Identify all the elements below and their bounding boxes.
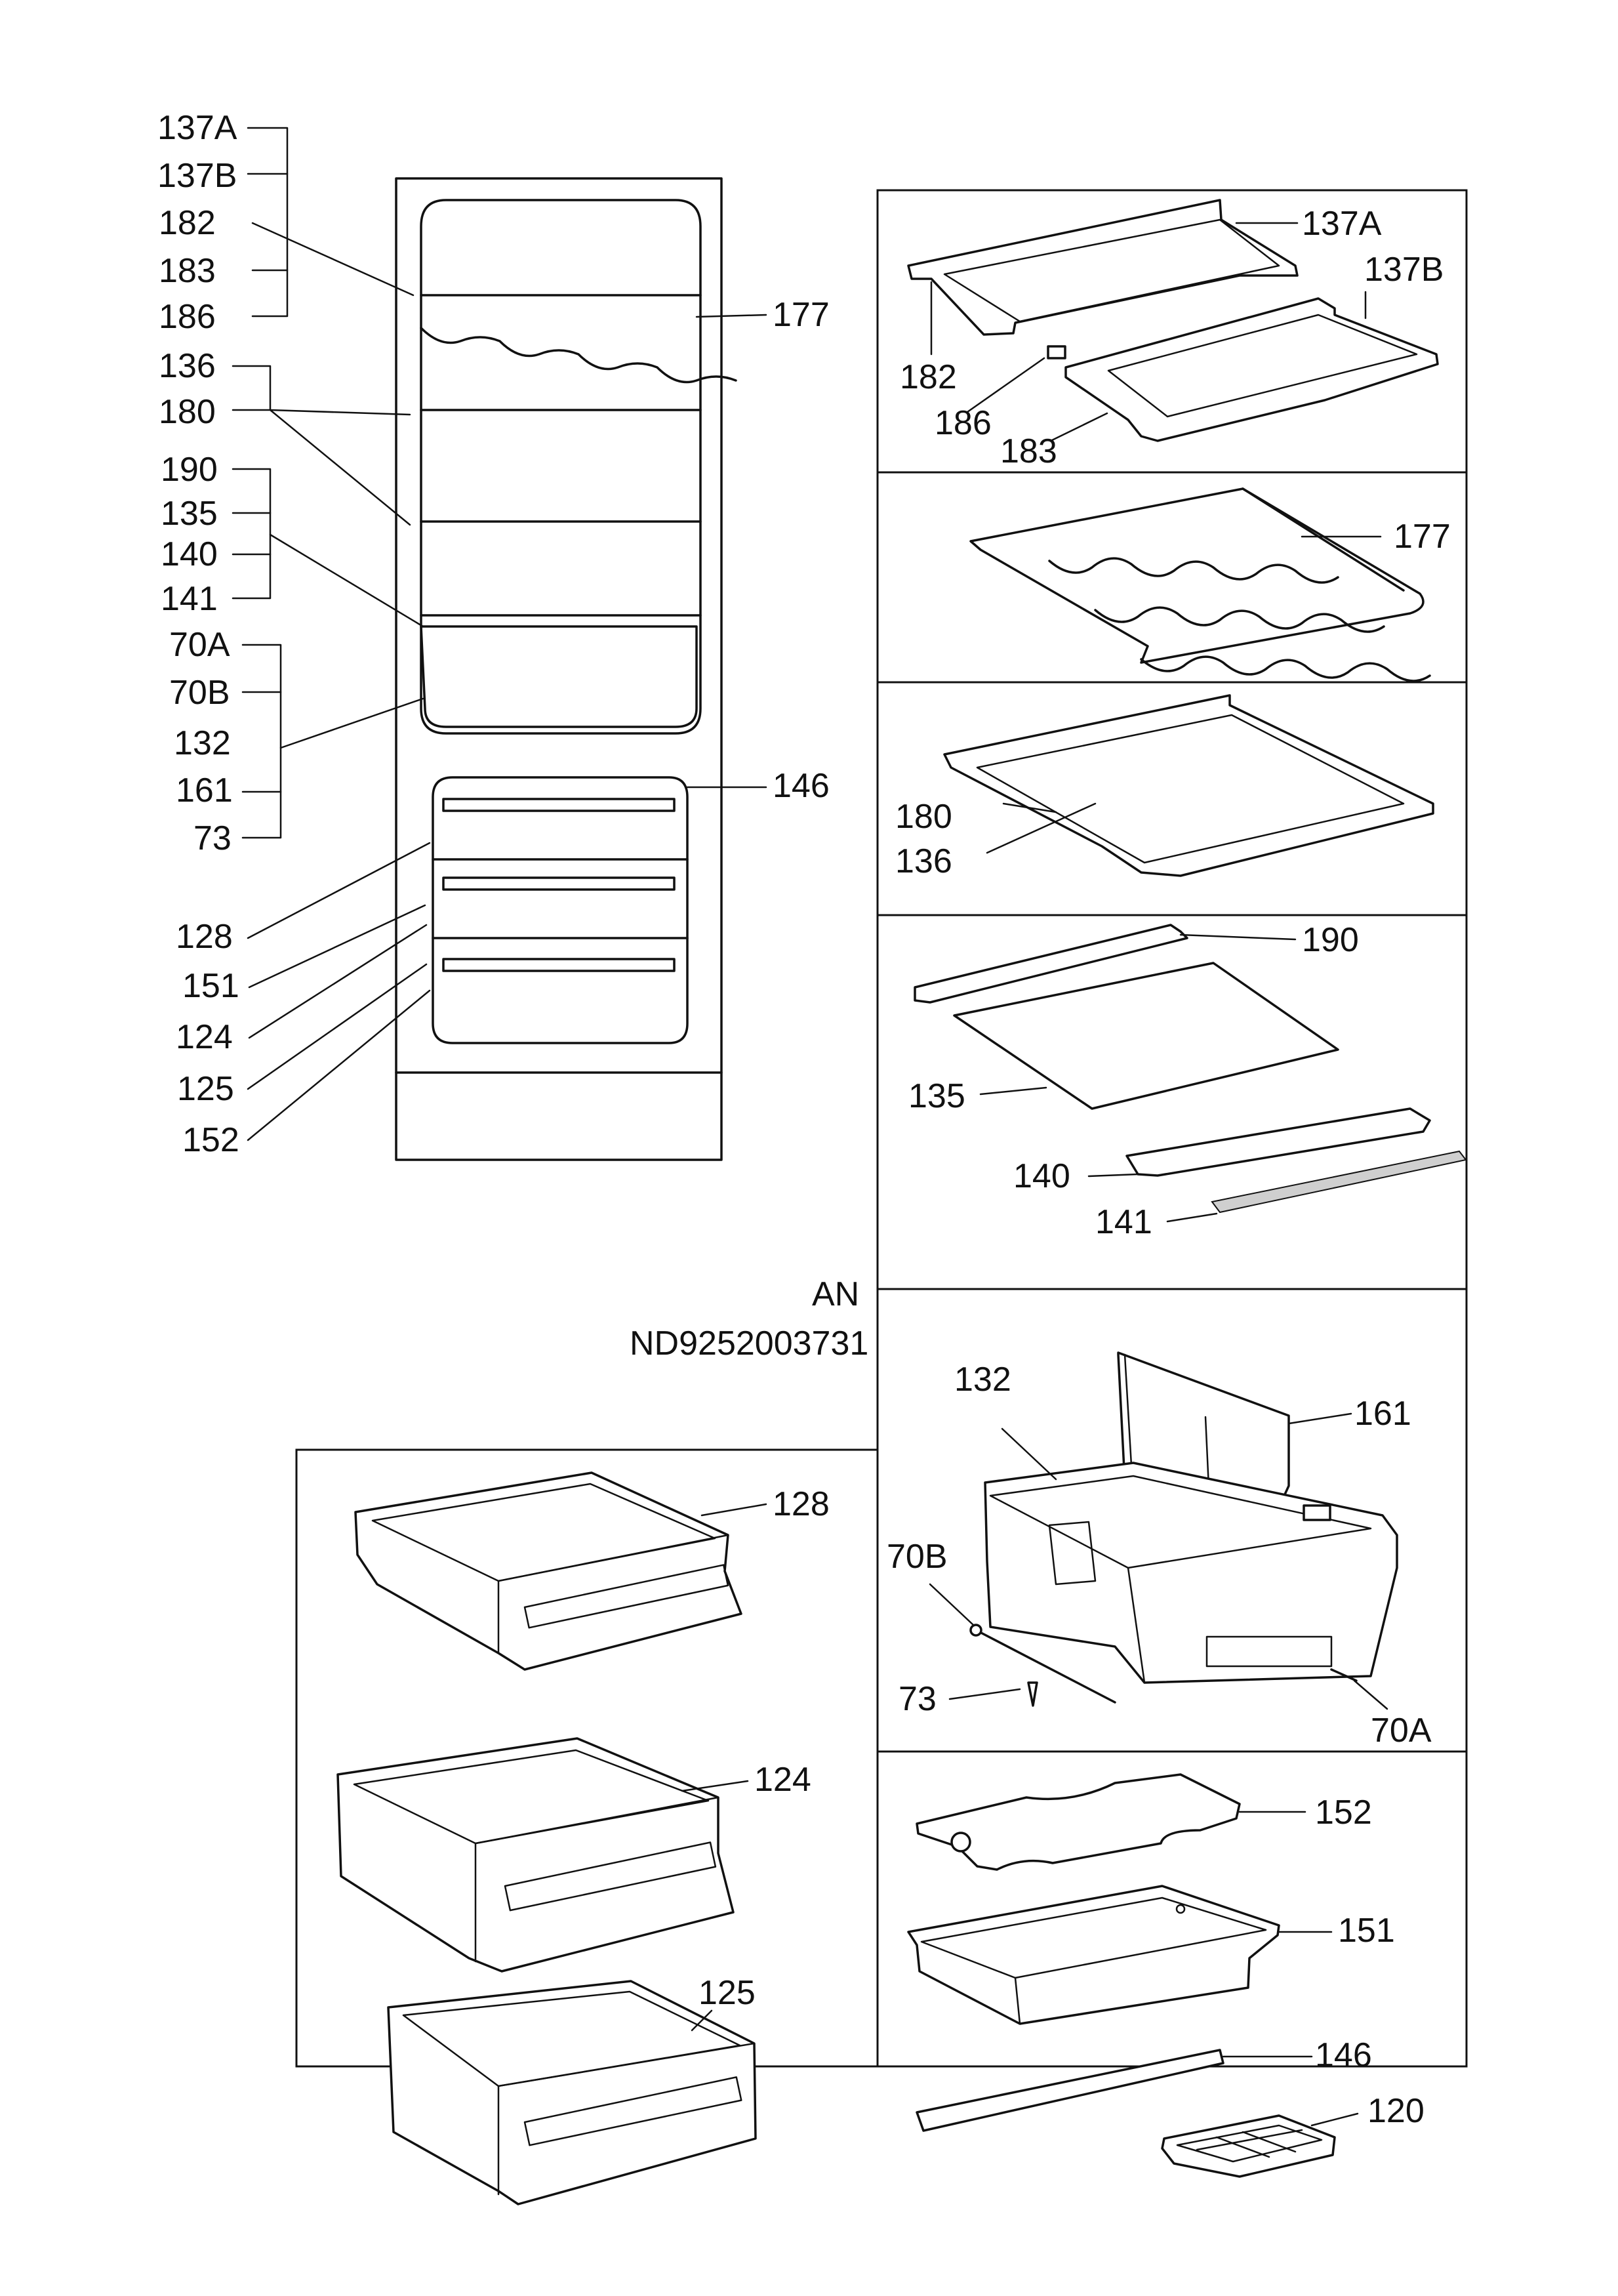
panel-label-151: 151 <box>1338 1912 1395 1950</box>
shelf-137B <box>1064 297 1439 442</box>
panel-label-161: 161 <box>1354 1395 1411 1433</box>
trim-190 <box>914 924 1188 1004</box>
label-186: 186 <box>159 298 216 336</box>
trim-140 <box>1125 1107 1431 1177</box>
label-183: 183 <box>159 252 216 290</box>
panel-label-177: 177 <box>1394 518 1451 556</box>
crisper-cover-panel: 190 135 140 141 <box>908 921 1467 1241</box>
panel-label-120: 120 <box>1367 2092 1425 2130</box>
document-number: ND9252003731 <box>630 1324 868 1363</box>
crisper-drawer-panel: 132 161 70B 73 70A <box>887 1351 1432 1750</box>
panel-label-180: 180 <box>895 798 952 836</box>
label-151: 151 <box>182 967 239 1005</box>
vent-grille-141 <box>1211 1150 1467 1214</box>
panel-label-183: 183 <box>1000 432 1057 470</box>
crisper-drawer-132 <box>984 1462 1398 1684</box>
freezer-drawers-panel: 128 124 125 <box>336 1471 830 2205</box>
bottle-rack-177 <box>969 487 1425 664</box>
label-161: 161 <box>176 771 233 810</box>
panel-label-141: 141 <box>1095 1203 1152 1241</box>
panel-label-140: 140 <box>1013 1157 1070 1195</box>
panel-label-125: 125 <box>698 1974 756 2012</box>
label-152: 152 <box>182 1121 239 1159</box>
panel-label-124: 124 <box>754 1761 811 1799</box>
label-182: 182 <box>159 204 216 242</box>
label-190: 190 <box>161 451 218 489</box>
panel-label-70A: 70A <box>1371 1712 1432 1750</box>
panel-label-128: 128 <box>773 1485 830 1523</box>
panel-label-137A: 137A <box>1302 205 1382 243</box>
cabinet-labels: 137A 137B 182 183 186 177 136 180 190 13… <box>157 109 830 1159</box>
cabinet-label-brackets <box>232 127 289 839</box>
panel-label-182: 182 <box>900 358 957 396</box>
freezer-accessories-panel: 152 151 146 120 <box>907 1773 1425 2178</box>
cabinet-leader-lines <box>247 222 767 1141</box>
panel-label-73: 73 <box>899 1680 937 1718</box>
label-180: 180 <box>159 393 216 431</box>
slide-rail-70A <box>1330 1668 1358 1682</box>
panel-label-152: 152 <box>1315 1794 1372 1832</box>
label-124: 124 <box>176 1018 233 1056</box>
panel-label-146: 146 <box>1315 2036 1372 2074</box>
label-70B: 70B <box>169 674 230 712</box>
shelf-137A <box>907 199 1299 336</box>
cabinet-overview <box>395 177 737 1161</box>
panel-label-186: 186 <box>935 404 992 442</box>
label-132: 132 <box>174 724 231 762</box>
label-140: 140 <box>161 535 218 573</box>
panel-label-136: 136 <box>895 842 952 880</box>
split-shelf-panel: 137A 137B 182 186 183 <box>900 199 1444 470</box>
glass-plate-135 <box>953 962 1339 1110</box>
slide-rail-70B <box>977 1630 1116 1704</box>
label-137B: 137B <box>157 157 237 195</box>
trim-strip-146 <box>916 2049 1224 2132</box>
label-136: 136 <box>159 347 216 385</box>
label-70A: 70A <box>169 626 230 664</box>
freezer-drawer-124 <box>336 1737 735 1973</box>
glass-shelf-136 <box>943 694 1434 877</box>
panel-label-70B: 70B <box>887 1538 948 1576</box>
label-128: 128 <box>176 918 233 956</box>
panel-label-137B: 137B <box>1364 251 1444 289</box>
label-73: 73 <box>193 819 232 857</box>
document-title: AN <box>812 1275 859 1313</box>
bottle-rack-panel: 177 <box>969 487 1451 682</box>
freezer-flap-152 <box>916 1773 1241 1871</box>
label-137A: 137A <box>157 109 237 147</box>
panel-label-190: 190 <box>1302 921 1359 959</box>
ice-cube-tray-120 <box>1161 2114 1336 2178</box>
ice-tray-151 <box>907 1885 1280 2025</box>
label-146: 146 <box>773 767 830 805</box>
shelf-clip-186 <box>1047 345 1066 359</box>
panel-label-132: 132 <box>954 1361 1011 1399</box>
label-125: 125 <box>177 1070 234 1108</box>
label-141: 141 <box>161 580 218 618</box>
label-177: 177 <box>773 296 830 334</box>
panel-label-135: 135 <box>908 1077 965 1115</box>
label-135: 135 <box>161 495 218 533</box>
glass-shelf-panel: 180 136 <box>895 694 1434 880</box>
freezer-drawer-125 <box>387 1980 757 2205</box>
